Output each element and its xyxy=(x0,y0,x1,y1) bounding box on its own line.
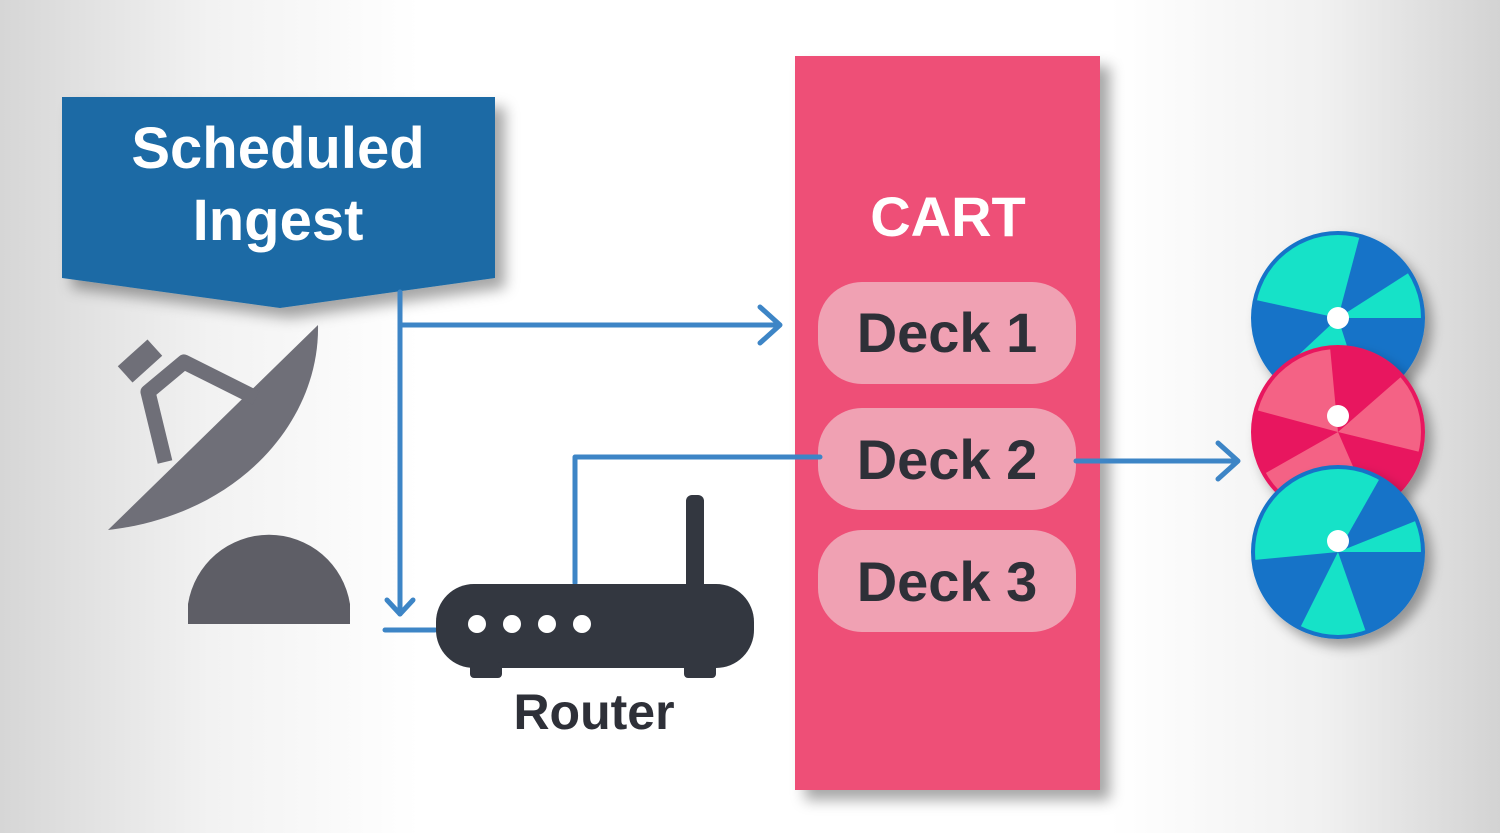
router-label: Router xyxy=(513,684,674,740)
deck2-to-discs-arrowhead xyxy=(1215,440,1241,482)
deck-1[interactable]: Deck 1 xyxy=(818,282,1076,384)
deck-3[interactable]: Deck 3 xyxy=(818,530,1076,632)
connector-arrows xyxy=(382,289,1241,633)
deck-2-label: Deck 2 xyxy=(857,428,1038,491)
scheduled-ingest-box: Scheduled Ingest xyxy=(62,97,495,308)
deck-2[interactable]: Deck 2 xyxy=(818,408,1076,510)
ingest-to-router-arrowhead xyxy=(384,597,416,617)
satellite-dish-icon xyxy=(108,325,350,624)
disc-stack xyxy=(1251,231,1425,639)
disc-icon xyxy=(1251,345,1425,519)
ingest-line-2: Ingest xyxy=(193,188,364,253)
router-to-deck2-line xyxy=(572,454,823,586)
deck-3-label: Deck 3 xyxy=(857,550,1038,613)
deck-1-label: Deck 1 xyxy=(857,301,1038,364)
disc-icon xyxy=(1251,465,1425,639)
ingest-line-1: Scheduled xyxy=(131,116,424,181)
cart-title: CART xyxy=(870,185,1026,248)
router-icon xyxy=(436,495,754,678)
ingest-to-deck1-arrowhead xyxy=(757,304,783,346)
ingest-to-deck1-line xyxy=(397,289,781,328)
